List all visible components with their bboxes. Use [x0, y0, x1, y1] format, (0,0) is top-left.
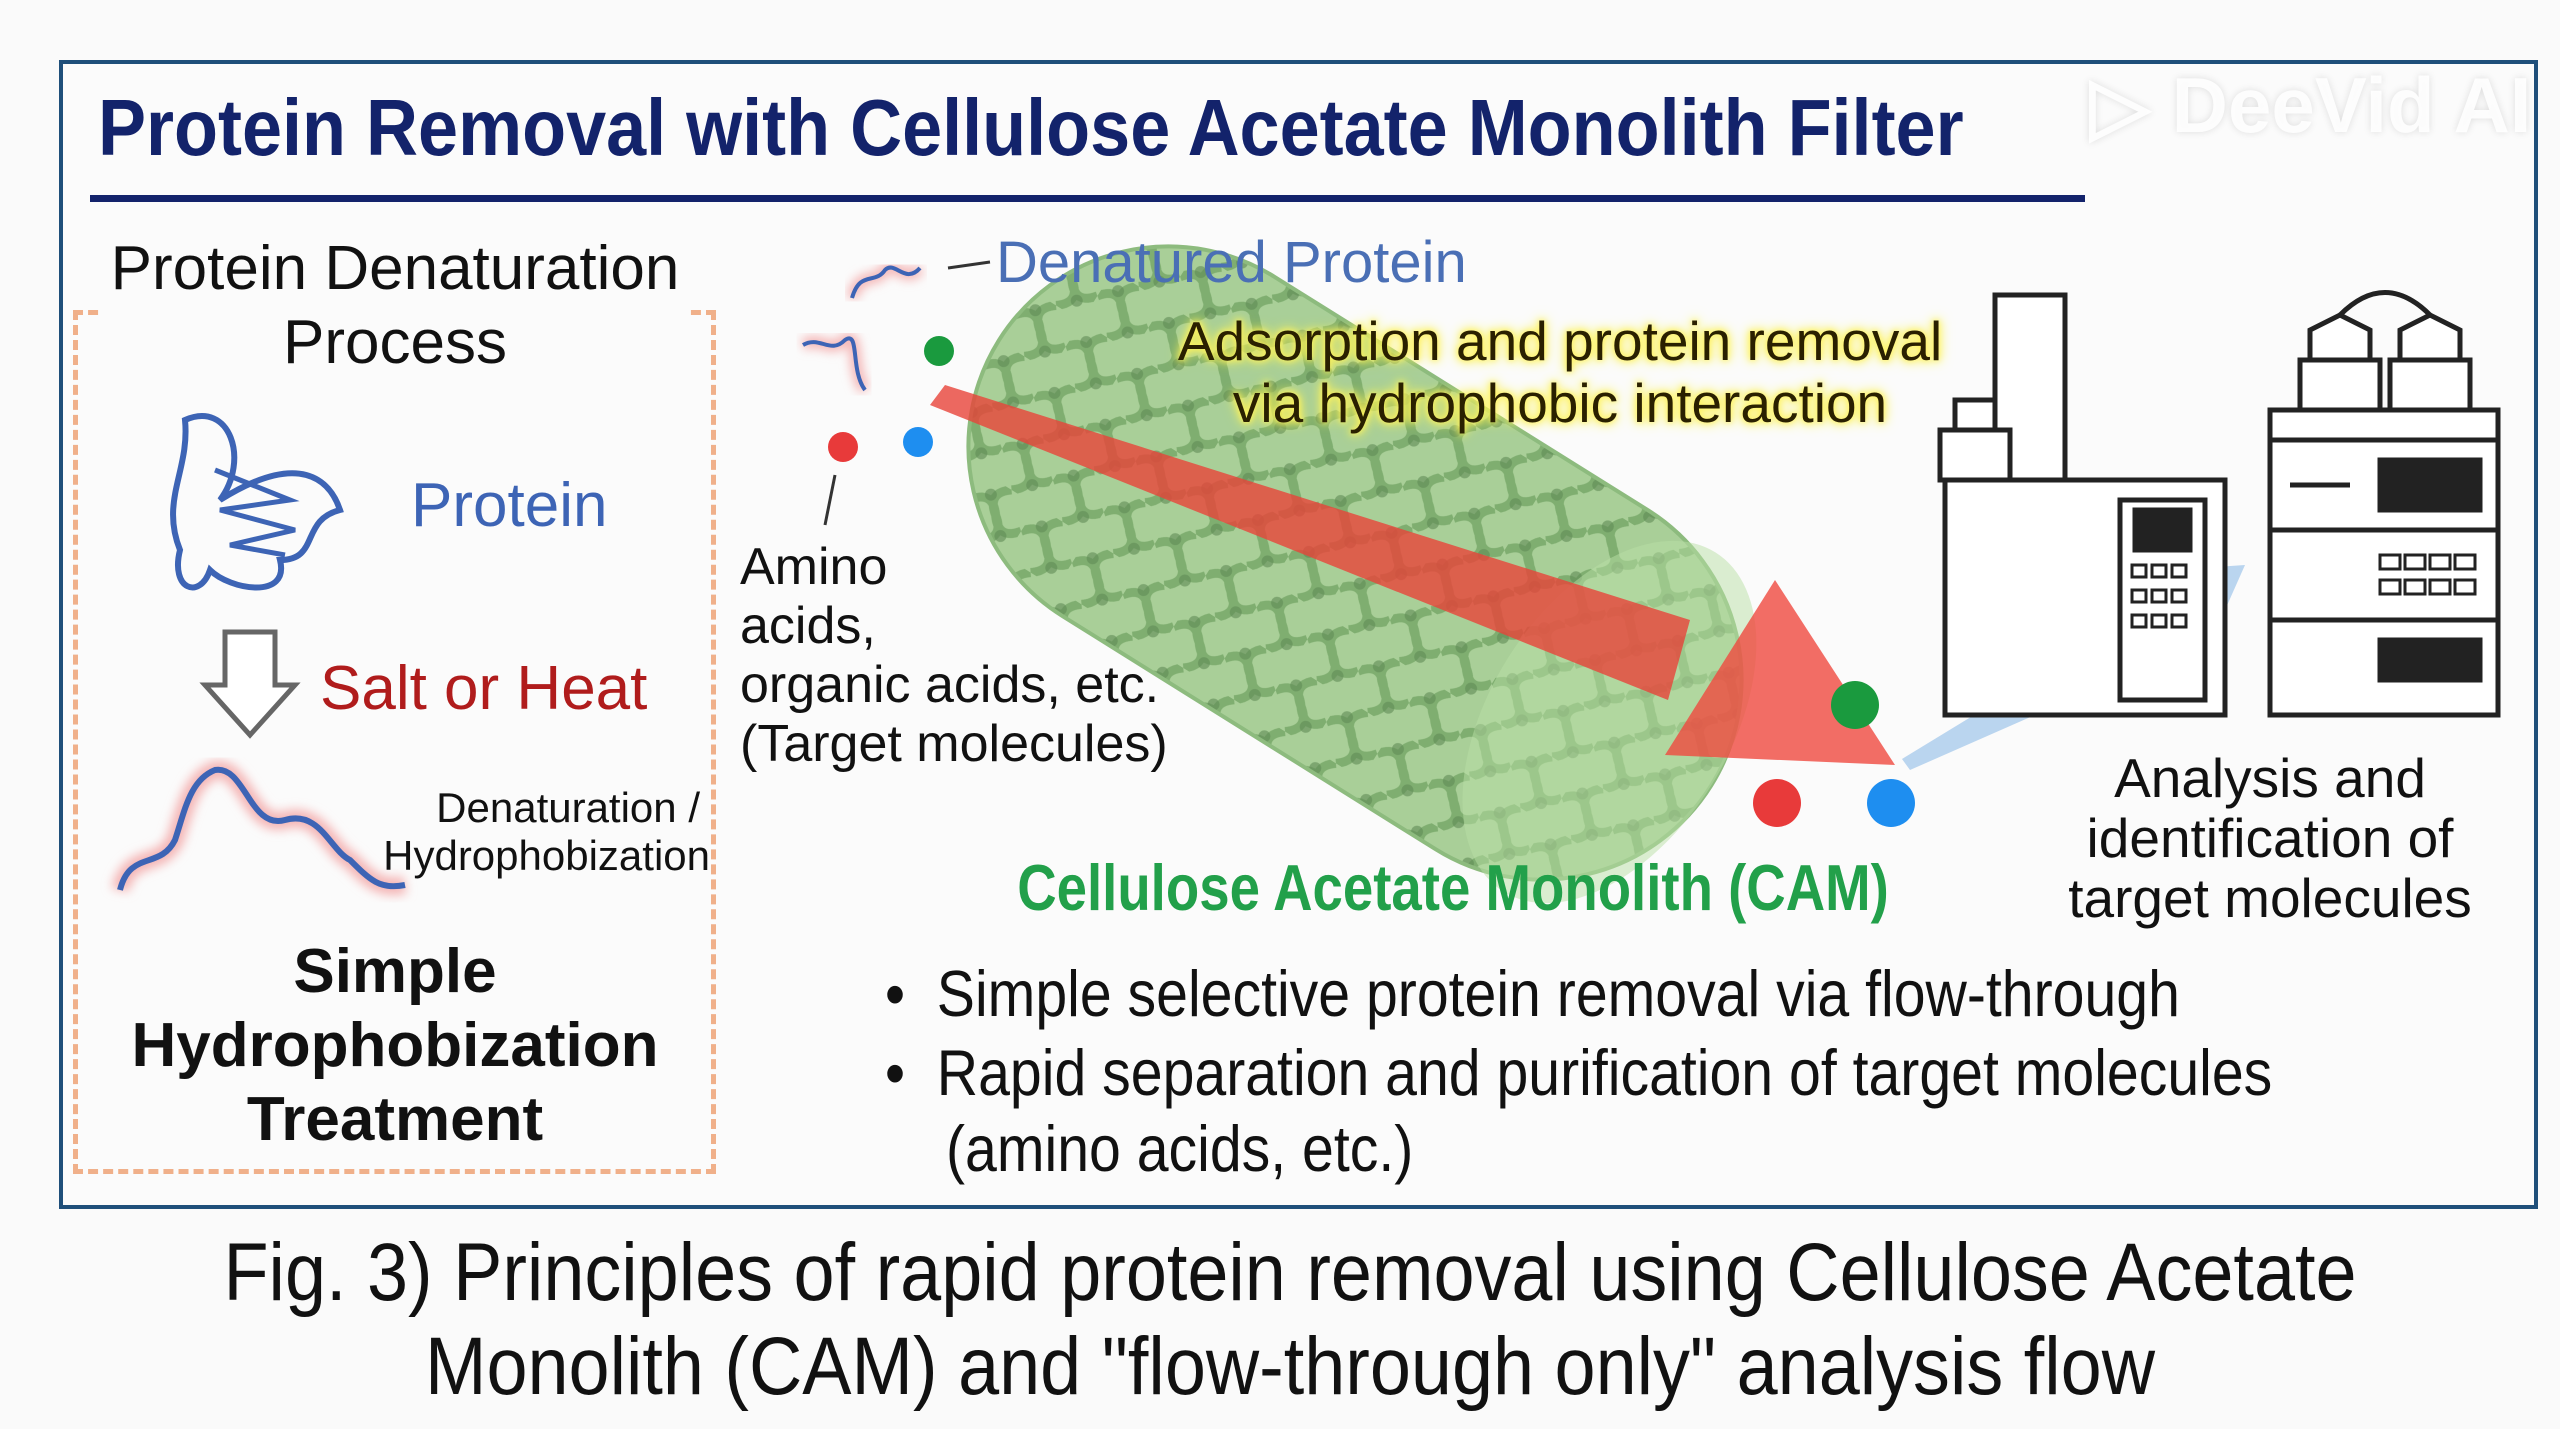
- green-molecule: [924, 336, 954, 366]
- play-logo-icon: ▷: [2090, 61, 2172, 149]
- bullet-item: • Rapid separation and purification of t…: [885, 1036, 2273, 1109]
- hplc-instrument-icon: [2267, 290, 2501, 718]
- green-molecule-out: [1831, 681, 1879, 729]
- blue-molecule: [903, 427, 933, 457]
- denatured-protein-small-icon: [799, 261, 925, 394]
- analysis-label: Analysis and identification of target mo…: [2068, 747, 2472, 929]
- cam-label: Cellulose Acetate Monolith (CAM): [1017, 851, 1889, 924]
- red-molecule-out: [1753, 779, 1801, 827]
- gc-instrument-icon: [1937, 292, 2228, 718]
- watermark: ▷ DeeVid AI: [2090, 61, 2532, 149]
- target-molecules-label: Amino acids, organic acids, etc. (Target…: [740, 538, 1168, 773]
- hydrophobic-interaction-label: Adsorption and protein removal via hydro…: [1177, 310, 1943, 434]
- blue-molecule-out: [1867, 779, 1915, 827]
- salt-or-heat-label: Salt or Heat: [320, 654, 648, 723]
- protein-icon: [170, 413, 344, 591]
- figure-caption: Fig. 3) Principles of rapid protein remo…: [223, 1227, 2357, 1412]
- protein-label: Protein: [411, 471, 608, 540]
- bullet-item: • Simple selective protein removal via f…: [885, 957, 2180, 1030]
- denaturation-label: Denaturation / Hydrophobization: [383, 784, 710, 879]
- denatured-protein-label: Denatured Protein: [996, 230, 1467, 295]
- treatment-summary: Simple Hydrophobization Treatment: [131, 937, 659, 1154]
- bullet-continuation: (amino acids, etc.): [946, 1112, 1414, 1185]
- process-heading: Protein Denaturation Process: [100, 232, 690, 380]
- red-molecule: [828, 432, 858, 462]
- denatured-protein-icon: [111, 760, 407, 896]
- down-arrow-icon: [199, 629, 301, 739]
- title-underline: [90, 195, 2085, 202]
- page-title: Protein Removal with Cellulose Acetate M…: [98, 83, 1964, 172]
